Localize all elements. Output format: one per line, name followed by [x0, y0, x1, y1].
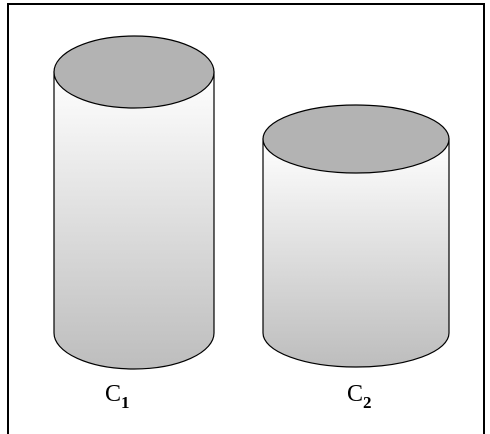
cylinder-c2: C2: [262, 104, 450, 412]
cylinder-c2-top: [262, 104, 450, 174]
cylinder-c1-label: C1: [105, 381, 130, 412]
cylinder-c1-top: [53, 35, 215, 109]
cylinder-c1: C1: [53, 35, 215, 412]
cylinder-c2-label: C2: [347, 381, 372, 412]
cylinder-c2-body: [262, 138, 450, 368]
cylinder-c1-body: [53, 71, 215, 370]
